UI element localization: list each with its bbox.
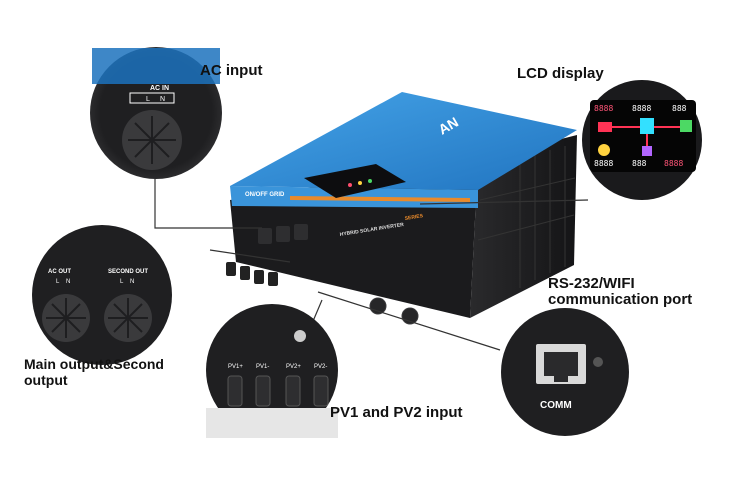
callout-lcd-display: LCD display	[517, 65, 604, 82]
callout-main-output-line2: output	[24, 372, 68, 388]
comm-label: COMM	[540, 400, 572, 411]
callout-pv-input: PV1 and PV2 input	[330, 404, 463, 421]
status-led-yellow	[358, 181, 362, 185]
lcd-readout-1: 8888	[594, 104, 613, 113]
pv-input-detail: PV1+ PV1- PV2+ PV2-	[206, 304, 338, 438]
callout-main-output-line1: Main output&Second	[24, 356, 164, 372]
ac-input-detail: AC IN L N	[90, 47, 222, 179]
leader-lcd	[419, 199, 589, 205]
callout-main-output: Main output&Second output	[24, 356, 164, 388]
body-lcd-panel	[304, 164, 406, 198]
rj45-socket	[544, 352, 578, 376]
accent-stripe	[290, 196, 470, 202]
lcd-readout-5: 888	[632, 159, 647, 168]
lcd-screen	[590, 100, 696, 172]
pv2-minus-label: PV2-	[314, 364, 327, 370]
callout-ac-input: AC input	[200, 62, 263, 79]
callout-rs232-line1: RS-232/WIFI	[548, 275, 635, 292]
ac-in-label: AC IN	[150, 85, 169, 92]
side-vents	[477, 146, 576, 288]
second-out-terminal-l: L	[120, 279, 124, 285]
series-text: SERIES	[404, 213, 424, 222]
ac-out-gland-icon	[46, 298, 86, 338]
pv1-plus-label: PV1+	[228, 364, 243, 370]
callout-rs232-line2: communication port	[548, 291, 693, 308]
cable-glands	[226, 262, 278, 286]
leader-comm	[317, 291, 501, 351]
pv-connectors	[227, 375, 329, 407]
lcd-readout-2: 8888	[632, 104, 651, 113]
main-output-detail: AC OUT L N SECOND OUT L N	[32, 225, 172, 365]
ac-in-terminal-n: N	[160, 96, 165, 103]
pv2-plus-label: PV2+	[286, 364, 301, 370]
gland-star-icon	[128, 116, 176, 164]
callout-rs232: RS-232/WIFI communication port	[548, 276, 692, 308]
second-out-label: SECOND OUT	[108, 269, 148, 275]
comm-detail: COMM	[501, 308, 629, 436]
comm-screw	[593, 357, 603, 367]
pv1-minus-label: PV1-	[256, 364, 269, 370]
status-led-green	[368, 179, 372, 183]
lcd-sun-icon	[598, 144, 610, 156]
lcd-home-icon	[680, 120, 692, 132]
lcd-readout-4: 8888	[594, 159, 613, 168]
ac-out-terminal-n: N	[66, 279, 70, 285]
lcd-inverter-icon	[640, 118, 654, 134]
lcd-detail: 8888 8888 888 8888 888 8888	[582, 80, 702, 200]
lcd-grid-icon	[598, 122, 612, 132]
leader-main-output	[209, 249, 291, 263]
ac-in-terminal-l: L	[146, 96, 150, 103]
lcd-readout-3: 888	[672, 104, 687, 113]
status-led-red	[348, 183, 352, 187]
lcd-battery-icon	[642, 146, 652, 156]
leader-ac-input	[154, 160, 262, 229]
front-mode-text: ON/OFF GRID	[245, 192, 285, 198]
pv-base	[206, 408, 338, 438]
inverter-body: AN ON/OFF GRID SERIES HYBRID SOLAR INVER…	[226, 92, 577, 325]
ac-out-terminal-l: L	[56, 279, 60, 285]
bottom-terminals	[258, 224, 419, 325]
second-out-gland-icon	[108, 298, 148, 338]
lcd-readout-6: 8888	[664, 159, 683, 168]
pv-screw	[294, 330, 306, 342]
second-out-terminal-n: N	[130, 279, 134, 285]
inverter-lid	[230, 92, 577, 190]
ac-out-label: AC OUT	[48, 269, 71, 275]
